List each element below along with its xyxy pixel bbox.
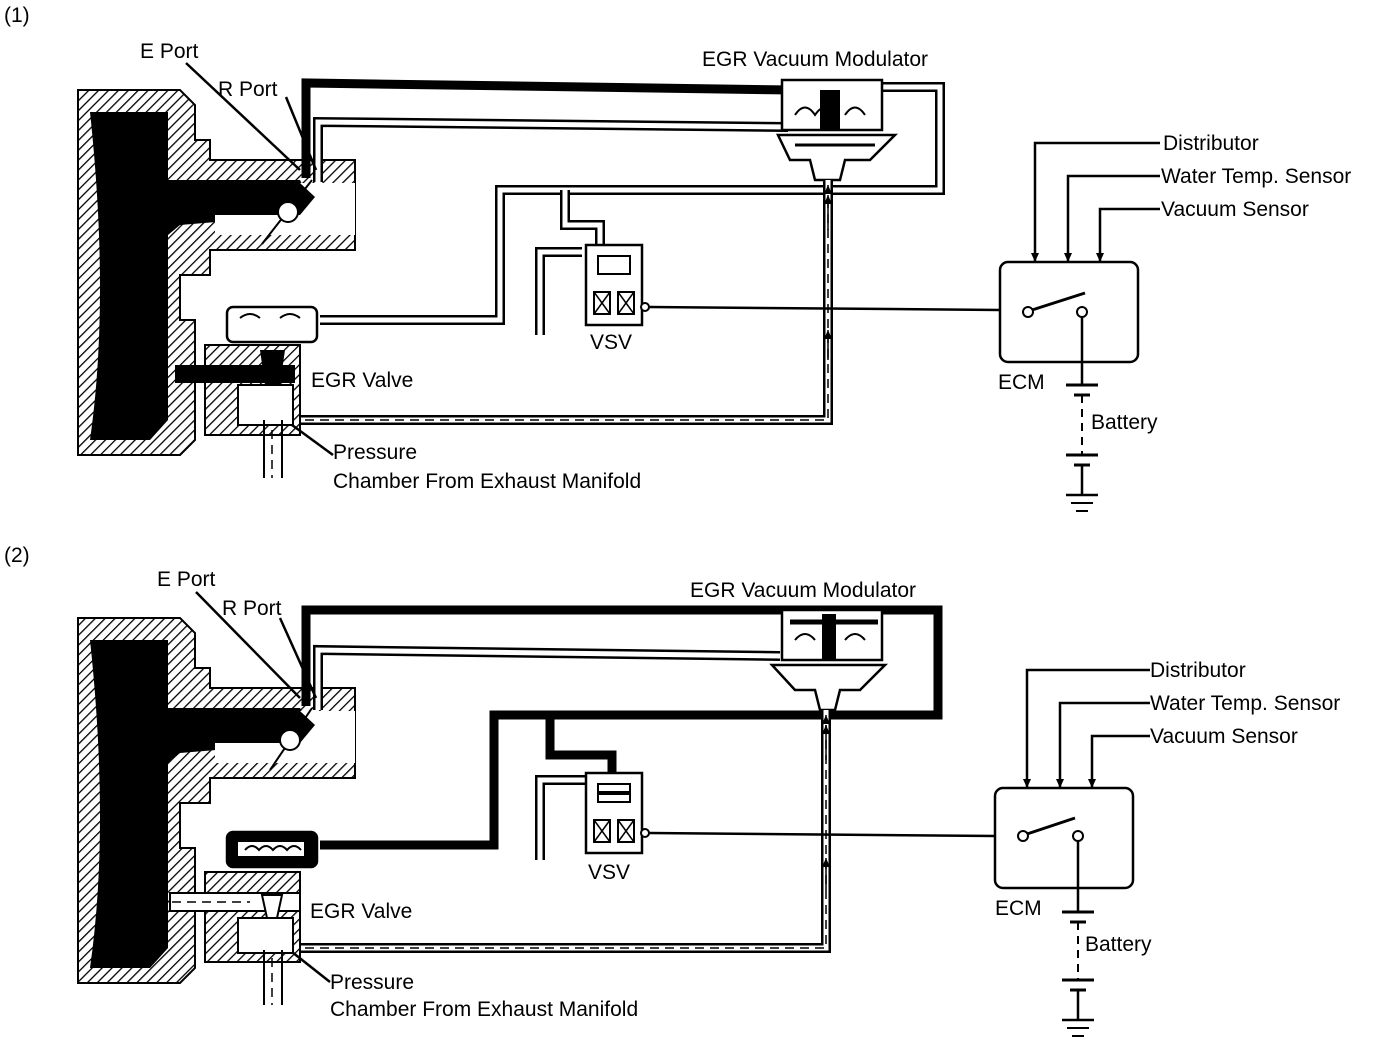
label-ecm: ECM [995, 897, 1042, 920]
ecm-unit [993, 786, 1135, 890]
diagram-panel-2: (2) [4, 544, 1340, 1037]
label-battery: Battery [1085, 933, 1152, 956]
panel-label: (2) [4, 544, 30, 567]
e-port-leader [195, 591, 301, 699]
label-egr-vacuum-modulator: EGR Vacuum Modulator [690, 579, 916, 602]
label-egr-valve: EGR Valve [311, 369, 413, 392]
r-port-vacuum-line [313, 116, 789, 182]
vsv-vacuum-line [545, 715, 617, 775]
label-e-port: E Port [140, 40, 199, 63]
label-egr-vacuum-modulator: EGR Vacuum Modulator [702, 48, 928, 71]
pressure-leader [291, 951, 331, 983]
egr-vacuum-modulator [769, 608, 889, 712]
label-vsv: VSV [590, 331, 632, 354]
vsv-vacuum-line [535, 190, 605, 335]
vsv-solenoid-valve [584, 243, 644, 327]
label-egr-valve: EGR Valve [310, 900, 412, 923]
diagram-panel-1: (1) [4, 4, 1351, 512]
vsv-terminal [640, 302, 650, 312]
label-battery: Battery [1091, 411, 1158, 434]
egr-valve [175, 305, 319, 478]
vsv-atmosphere-line [535, 775, 590, 860]
label-chamber-from-exhaust: Chamber From Exhaust Manifold [333, 470, 641, 493]
label-ecm: ECM [998, 371, 1045, 394]
label-distributor: Distributor [1163, 132, 1259, 155]
vsv-terminal [640, 828, 650, 838]
label-e-port: E Port [157, 568, 216, 591]
ecm-unit [998, 260, 1140, 364]
intake-manifold [77, 89, 356, 456]
egr-valve [169, 830, 319, 1005]
label-distributor: Distributor [1150, 659, 1246, 682]
vsv-signal-wire [648, 831, 996, 838]
label-chamber-from-exhaust: Chamber From Exhaust Manifold [330, 998, 638, 1021]
r-port-leader [284, 96, 318, 171]
intake-manifold [77, 617, 356, 984]
r-port-vacuum-line [313, 644, 781, 710]
battery [1066, 317, 1098, 512]
e-port-leader [185, 62, 301, 171]
vsv-signal-wire [648, 305, 1001, 312]
label-pressure: Pressure [330, 971, 414, 994]
exhaust-pressure-line [290, 710, 831, 953]
label-water-temp-sensor: Water Temp. Sensor [1150, 692, 1340, 715]
pressure-leader [291, 423, 334, 457]
label-pressure: Pressure [333, 441, 417, 464]
e-port-vacuum-line [301, 605, 943, 850]
label-vacuum-sensor: Vacuum Sensor [1150, 725, 1298, 748]
battery [1062, 841, 1094, 1037]
label-r-port: R Port [218, 78, 278, 101]
sensor-input-wires [1023, 668, 1150, 788]
label-vsv: VSV [588, 861, 630, 884]
label-vacuum-sensor: Vacuum Sensor [1161, 198, 1309, 221]
label-water-temp-sensor: Water Temp. Sensor [1161, 165, 1351, 188]
label-r-port: R Port [222, 597, 282, 620]
panel-label: (1) [4, 4, 30, 27]
exhaust-pressure-line [290, 180, 833, 425]
egr-vacuum-modulator [776, 78, 899, 182]
r-port-leader [278, 617, 318, 699]
sensor-input-wires [1031, 141, 1160, 262]
vsv-solenoid-valve [584, 771, 644, 855]
modulator-loop [320, 82, 945, 325]
